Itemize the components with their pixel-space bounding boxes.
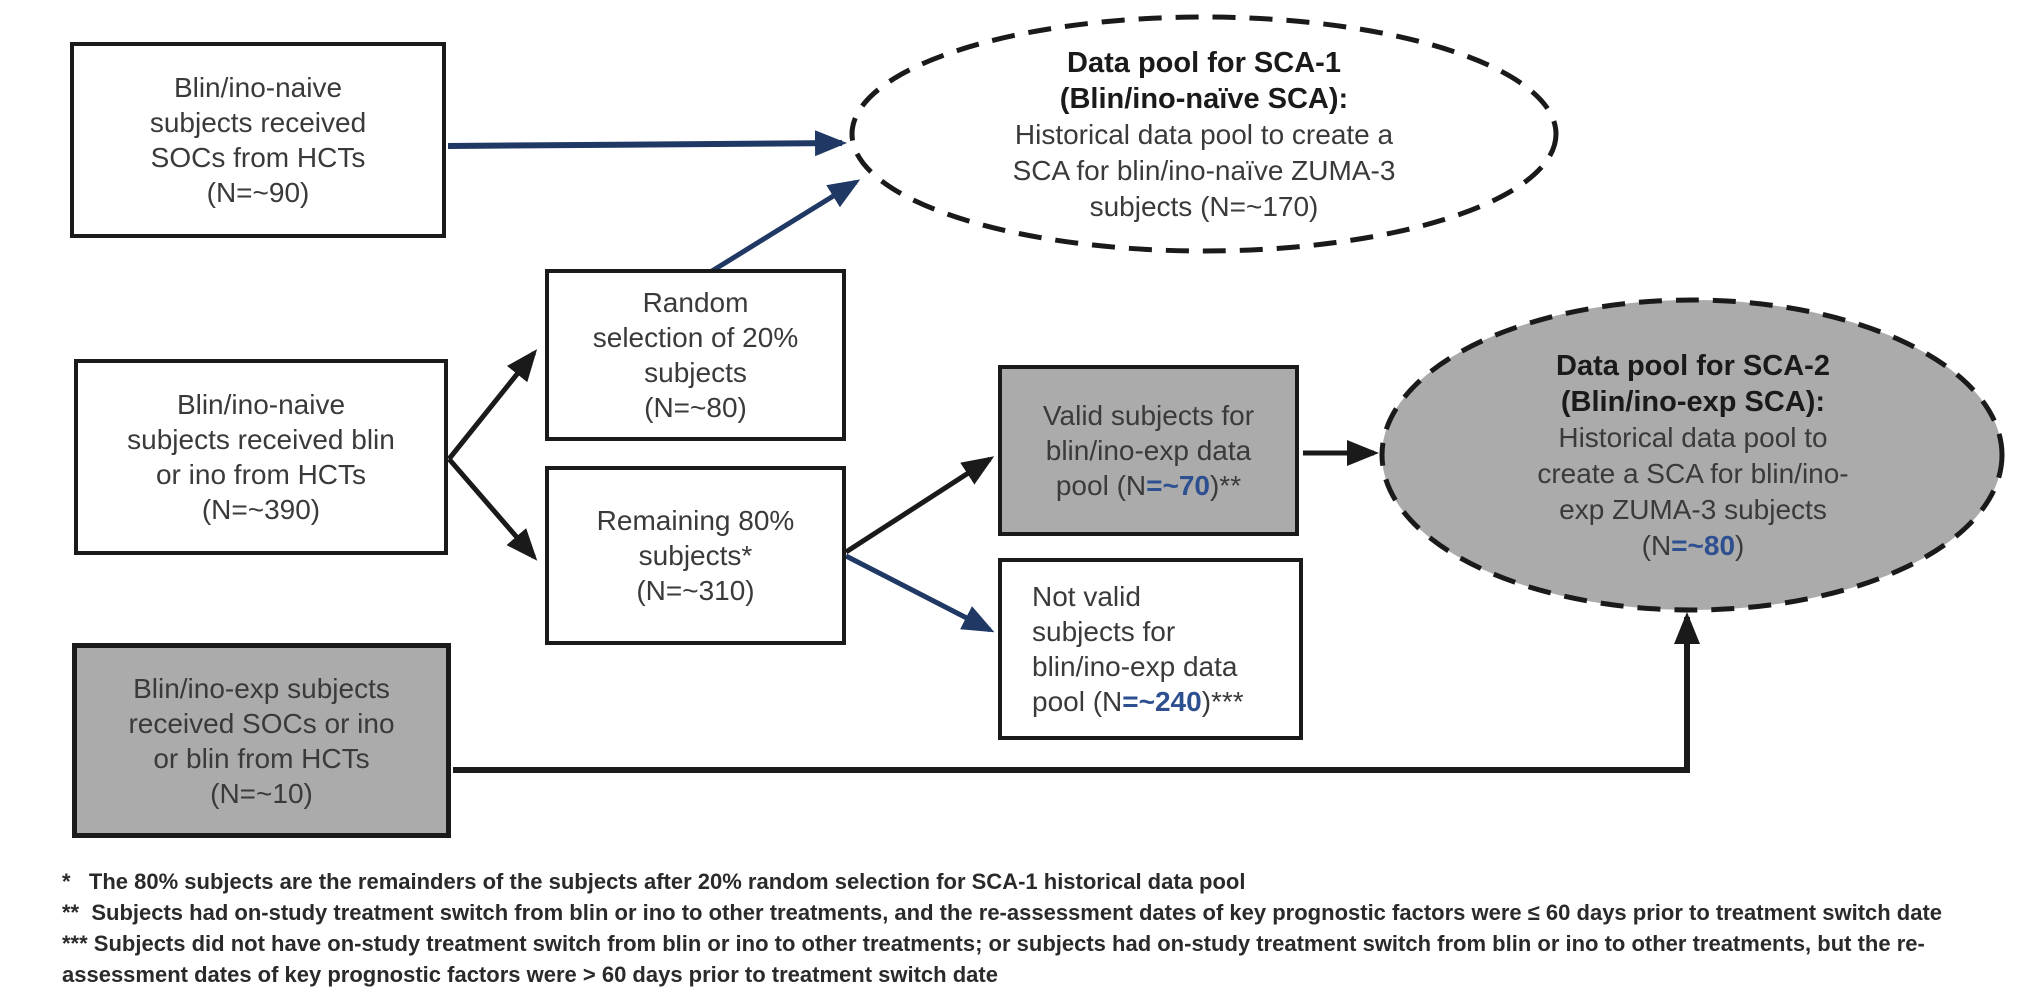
arrow-remaining-to-not-valid bbox=[844, 553, 995, 633]
naive-blin-ino-label: Blin/ino-naive subjects received blin or… bbox=[127, 389, 395, 525]
exp-soc-label: Blin/ino-exp subjects received SOCs or i… bbox=[128, 672, 395, 809]
valid-subjects-label: Valid subjects for blin/ino-exp data poo… bbox=[1043, 398, 1254, 503]
valid-subjects-text: Valid subjects for blin/ino-exp data poo… bbox=[1042, 400, 1255, 501]
sca2-count: =~80 bbox=[1671, 530, 1736, 561]
sca1-body: Historical data pool to create a SCA for… bbox=[1012, 119, 1396, 222]
sca2-title: Data pool for SCA-2 (Blin/ino-exp SCA): bbox=[1556, 350, 1830, 418]
random-selection-box: Random selection of 20% subjects (N=~80) bbox=[545, 269, 846, 441]
sca2-body: Historical data pool to create a SCA for… bbox=[1537, 422, 1849, 561]
naive-soc-box: Blin/ino-naive subjects received SOCs fr… bbox=[70, 42, 446, 238]
arrow-naive-to-random bbox=[447, 349, 538, 461]
sca1-data-pool-label: Data pool for SCA-1 (Blin/ino-naïve SCA)… bbox=[904, 30, 1504, 240]
arrow-naive-soc-to-sca1 bbox=[447, 130, 847, 157]
naive-soc-label: Blin/ino-naive subjects received SOCs fr… bbox=[149, 72, 367, 208]
exp-soc-box: Blin/ino-exp subjects received SOCs or i… bbox=[72, 643, 451, 838]
random-selection-label: Random selection of 20% subjects (N=~80) bbox=[592, 287, 799, 423]
naive-blin-ino-box: Blin/ino-naive subjects received blin or… bbox=[74, 359, 448, 555]
valid-subjects-count: =~70 bbox=[1146, 470, 1210, 501]
remaining-subjects-label: Remaining 80% subjects* (N=~310) bbox=[596, 505, 795, 606]
sca1-title: Data pool for SCA-1 (Blin/ino-naïve SCA)… bbox=[1059, 47, 1349, 115]
footnotes: * The 80% subjects are the remainders of… bbox=[62, 869, 1943, 987]
valid-subjects-suffix: )** bbox=[1209, 470, 1242, 501]
not-valid-subjects-label: Not valid subjects for blin/ino-exp data… bbox=[1032, 579, 1244, 719]
sca2-data-pool-label: Data pool for SCA-2 (Blin/ino-exp SCA): … bbox=[1462, 342, 1924, 570]
remaining-subjects-box: Remaining 80% subjects* (N=~310) bbox=[545, 466, 846, 645]
not-valid-subjects-text: Not valid subjects for blin/ino-exp data… bbox=[1032, 581, 1238, 717]
arrow-remaining-to-valid bbox=[844, 456, 995, 555]
arrow-exp-soc-to-sca2 bbox=[453, 612, 1700, 773]
sca1-ellipse bbox=[849, 14, 1559, 254]
not-valid-subjects-box: Not valid subjects for blin/ino-exp data… bbox=[998, 558, 1303, 740]
arrow-naive-to-remaining bbox=[447, 457, 538, 561]
sca2-ellipse bbox=[1379, 297, 2005, 613]
not-valid-subjects-suffix: )*** bbox=[1201, 686, 1244, 717]
arrow-random-to-sca1 bbox=[710, 179, 861, 274]
not-valid-subjects-count: =~240 bbox=[1122, 686, 1202, 717]
sca2-suffix: ) bbox=[1735, 530, 1745, 561]
valid-subjects-box: Valid subjects for blin/ino-exp data poo… bbox=[998, 365, 1299, 536]
